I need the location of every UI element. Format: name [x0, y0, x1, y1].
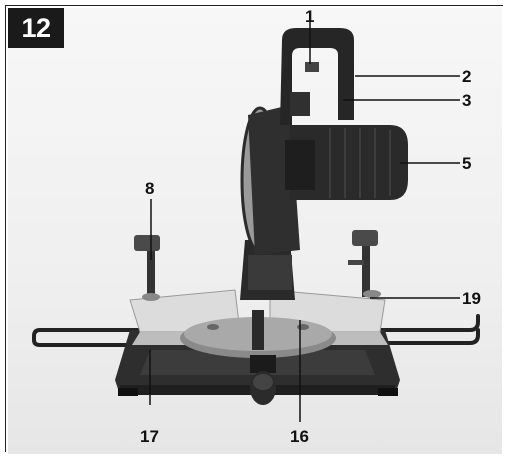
callout-19: 19 [462, 289, 481, 308]
leader-lines [149, 22, 460, 422]
material-clamp-left [134, 235, 160, 301]
extension-rods [32, 314, 480, 347]
callout-16: 16 [290, 427, 309, 446]
callout-3: 3 [462, 91, 472, 110]
saw-arm [240, 240, 295, 300]
motor-housing [285, 125, 408, 200]
operating-handle [280, 28, 354, 125]
callout-2: 2 [462, 67, 472, 86]
callout-5: 5 [462, 154, 472, 173]
figure-frame [5, 5, 503, 452]
callout-1: 1 [305, 7, 315, 26]
material-clamp-right [348, 230, 381, 298]
turntable [180, 310, 336, 358]
turntable-lock-knob [250, 355, 276, 405]
callout-8: 8 [145, 179, 155, 198]
figure-number-badge: 12 [8, 8, 64, 48]
callout-17: 17 [140, 427, 159, 446]
